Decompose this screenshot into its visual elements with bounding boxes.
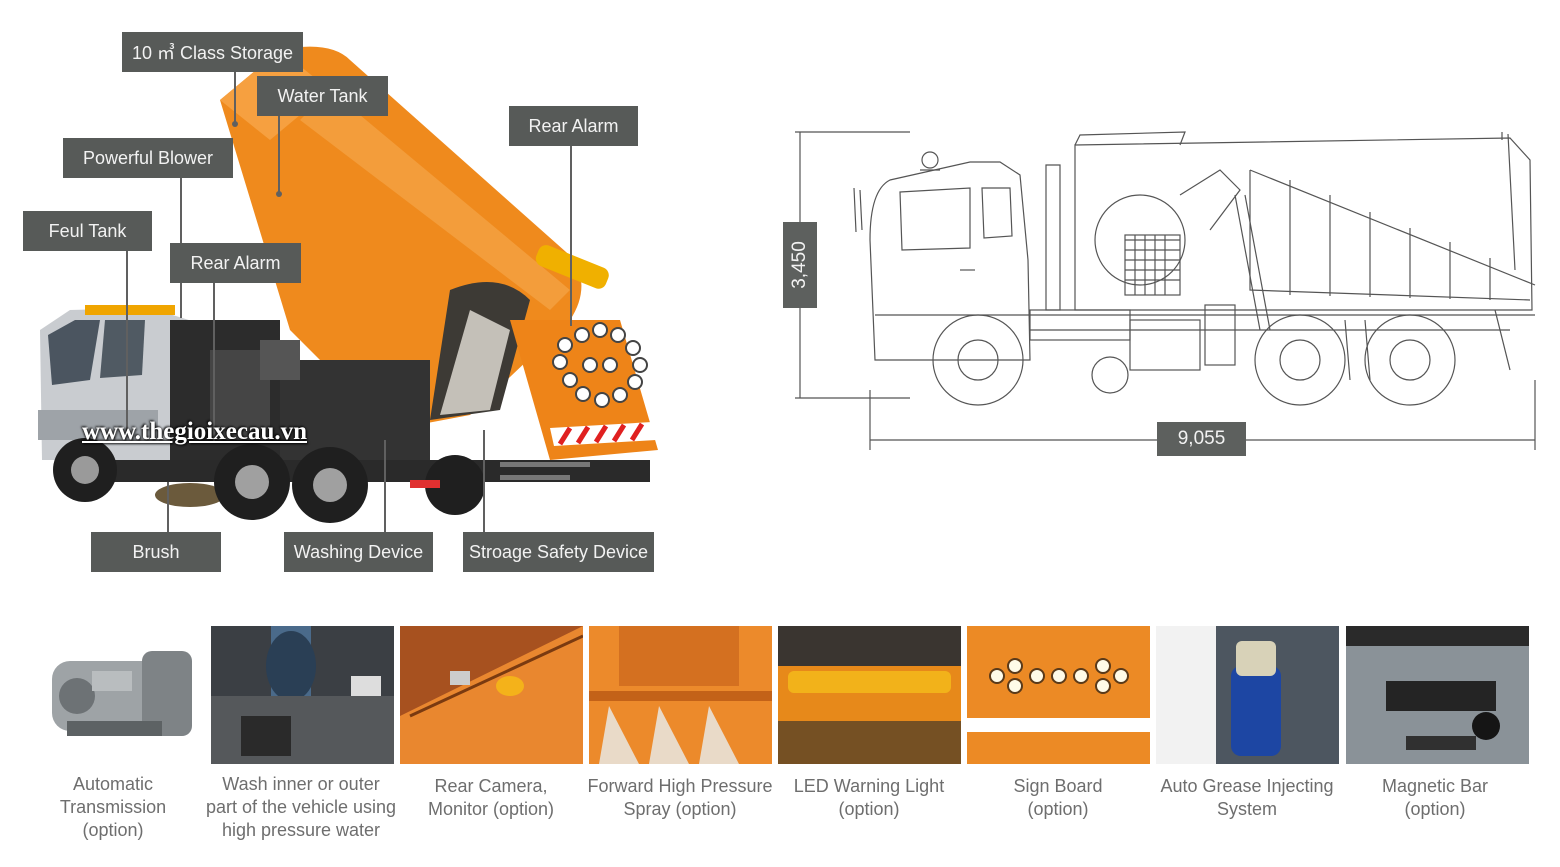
callout-storage: 10 ㎥ Class Storage	[122, 32, 303, 72]
callout-feul-tank: Feul Tank	[23, 211, 152, 251]
length-dimension-label: 9,055	[1157, 422, 1246, 456]
watermark-text: www.thegioixecau.vn	[82, 418, 307, 445]
thumb-automatic-transmission	[22, 626, 205, 764]
caption-led-warning-light: LED Warning Light(option)	[793, 776, 945, 819]
thumb-rear-camera	[400, 626, 583, 764]
caption-rear-camera: Rear Camera,Monitor (option)	[427, 776, 555, 819]
height-dimension-value: 3,450	[789, 241, 811, 289]
thumb-magnetic-bar	[1346, 626, 1529, 764]
height-dimension-label: 3,450	[783, 222, 817, 308]
callout-rear-alarm: Rear Alarm	[170, 243, 301, 283]
caption-sign-board: Sign Board(option)	[1013, 776, 1103, 819]
callout-washing-device: Washing Device	[284, 532, 433, 572]
callout-brush: Brush	[91, 532, 221, 572]
thumb-wash-device	[211, 626, 394, 764]
thumb-forward-spray	[589, 626, 772, 764]
thumb-auto-grease	[1156, 626, 1339, 764]
callout-storage-safety-device: Stroage Safety Device	[463, 532, 654, 572]
callout-powerful-blower: Powerful Blower	[63, 138, 233, 178]
thumb-sign-board	[967, 626, 1150, 764]
callout-water-tank: Water Tank	[257, 76, 388, 116]
sweeper-truck-illustration	[38, 46, 658, 523]
caption-magnetic-bar: Magnetic Bar(option)	[1381, 776, 1489, 819]
callout-rear-alarm-top: Rear Alarm	[509, 106, 638, 146]
thumb-led-warning-light	[778, 626, 961, 764]
side-elevation-drawing	[795, 131, 1536, 450]
